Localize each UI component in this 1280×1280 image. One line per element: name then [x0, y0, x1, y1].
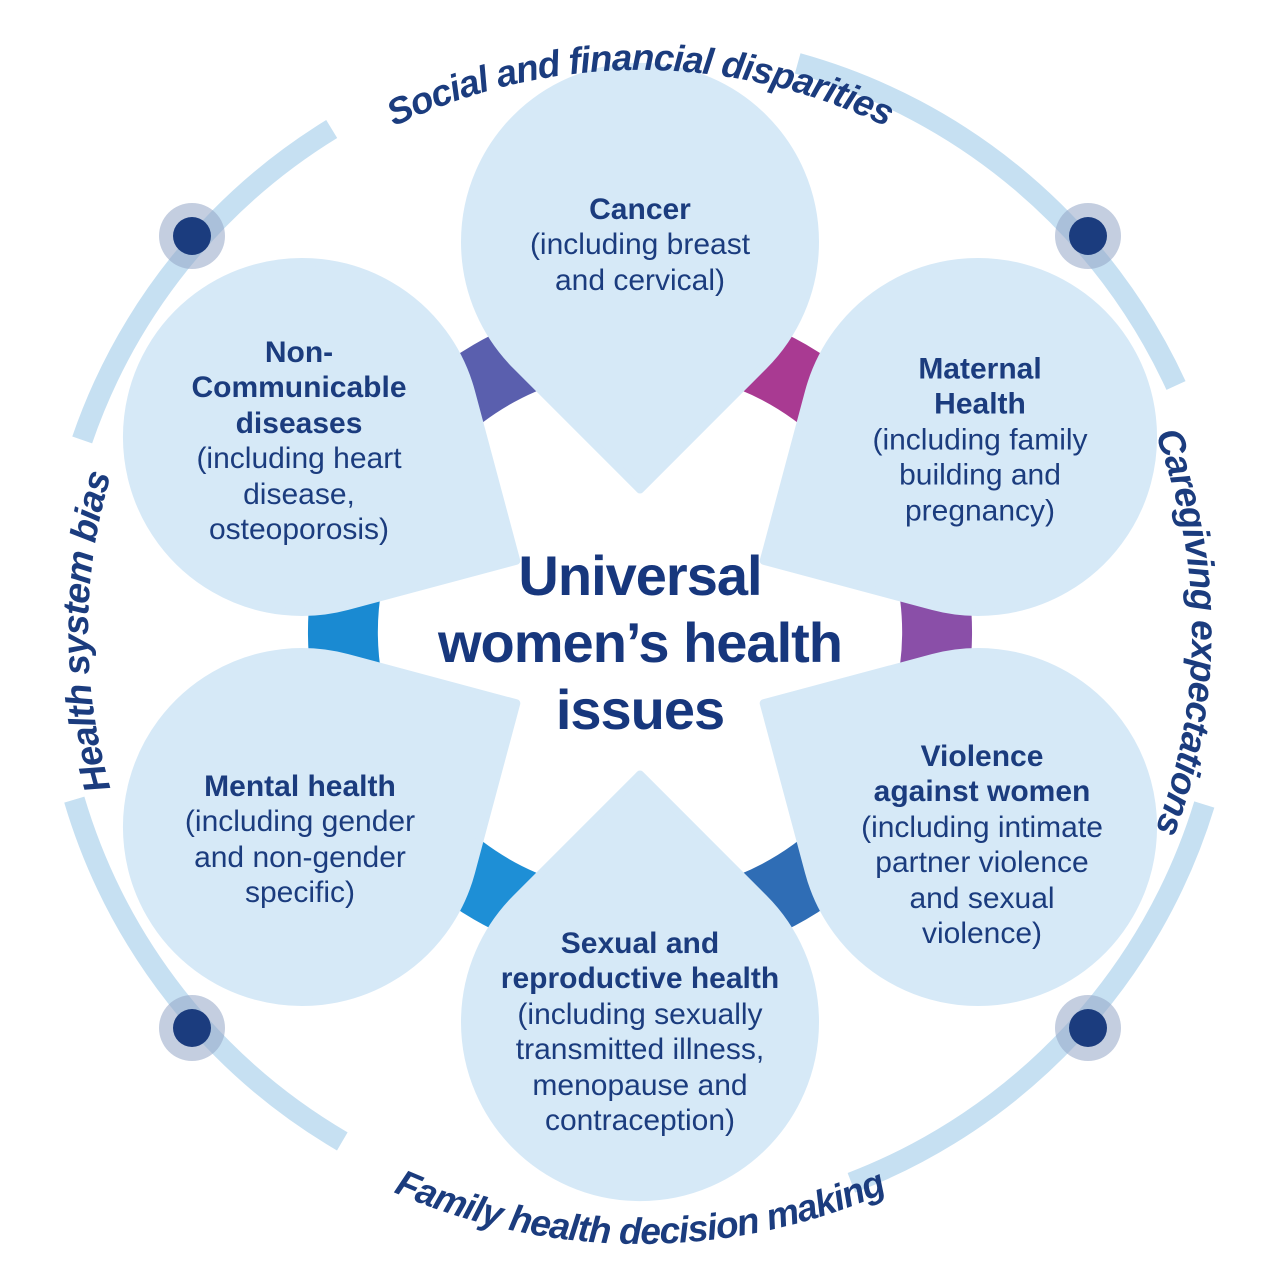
petal-heading-mental-health: Mental health: [204, 770, 396, 804]
petal-detail-sexual-reproductive-health: (including sexually transmitted illness,…: [515, 997, 765, 1137]
petal-shape-violence-against-women: [759, 648, 1158, 1007]
corner-dot-top-left: [159, 203, 225, 269]
petal-label-violence-against-women: Violence against women (including intima…: [812, 739, 1152, 951]
petal-detail-maternal-health: (including family building and pregnancy…: [872, 423, 1088, 528]
corner-dots: [159, 203, 1121, 1061]
petal-detail-violence-against-women: (including intimate partner violence and…: [861, 810, 1103, 950]
dot-core: [173, 1009, 211, 1047]
outer-arc-top-right: [794, 53, 1186, 390]
perimeter-label-right: Caregiving expectations: [1148, 423, 1225, 842]
petal-shape-maternal-health: [759, 257, 1158, 616]
dot-core: [173, 217, 211, 255]
petal-detail-cancer: (including breast and cervical): [529, 228, 751, 297]
corner-dot-bottom-left: [159, 995, 225, 1061]
petal-label-non-communicable-diseases: Non- Communicable diseases (including he…: [129, 335, 469, 547]
petal-shape-cancer: [461, 62, 819, 494]
petal-label-sexual-reproductive-health: Sexual and reproductive health (includin…: [470, 926, 810, 1138]
outer-arc-bottom-left: [64, 796, 348, 1151]
petal-detail-non-communicable-diseases: (including heart disease, osteoporosis): [196, 442, 402, 546]
petal-label-cancer: Cancer (including breast and cervical): [470, 192, 810, 298]
petal-heading-sexual-reproductive-health: Sexual and reproductive health: [500, 926, 780, 996]
outer-ring: [64, 53, 1215, 1193]
corner-dot-bottom-right: [1055, 995, 1121, 1061]
petal-heading-cancer: Cancer: [589, 192, 691, 226]
petal-heading-violence-against-women: Violence against women: [873, 739, 1091, 809]
petal-label-maternal-health: Maternal Health (including family buildi…: [810, 352, 1150, 529]
petal-detail-mental-health: (including gender and non-gender specifi…: [184, 805, 416, 910]
petal-shape-non-communicable-diseases: [122, 257, 521, 616]
dot-core: [1069, 1009, 1107, 1047]
petal-label-mental-health: Mental health (including gender and non-…: [130, 769, 470, 911]
petal-shape-mental-health: [122, 648, 521, 1007]
petal-shape-sexual-reproductive-health: [461, 770, 819, 1202]
corner-dot-top-right: [1055, 203, 1121, 269]
dot-core: [1069, 217, 1107, 255]
petal-shapes: [122, 62, 1158, 1202]
petal-heading-maternal-health: Maternal Health: [918, 352, 1042, 421]
center-title: Universal women’s health issues: [437, 544, 843, 742]
perimeter-label-left: Health system bias: [55, 466, 119, 797]
petal-heading-non-communicable-diseases: Non- Communicable diseases: [191, 335, 407, 440]
